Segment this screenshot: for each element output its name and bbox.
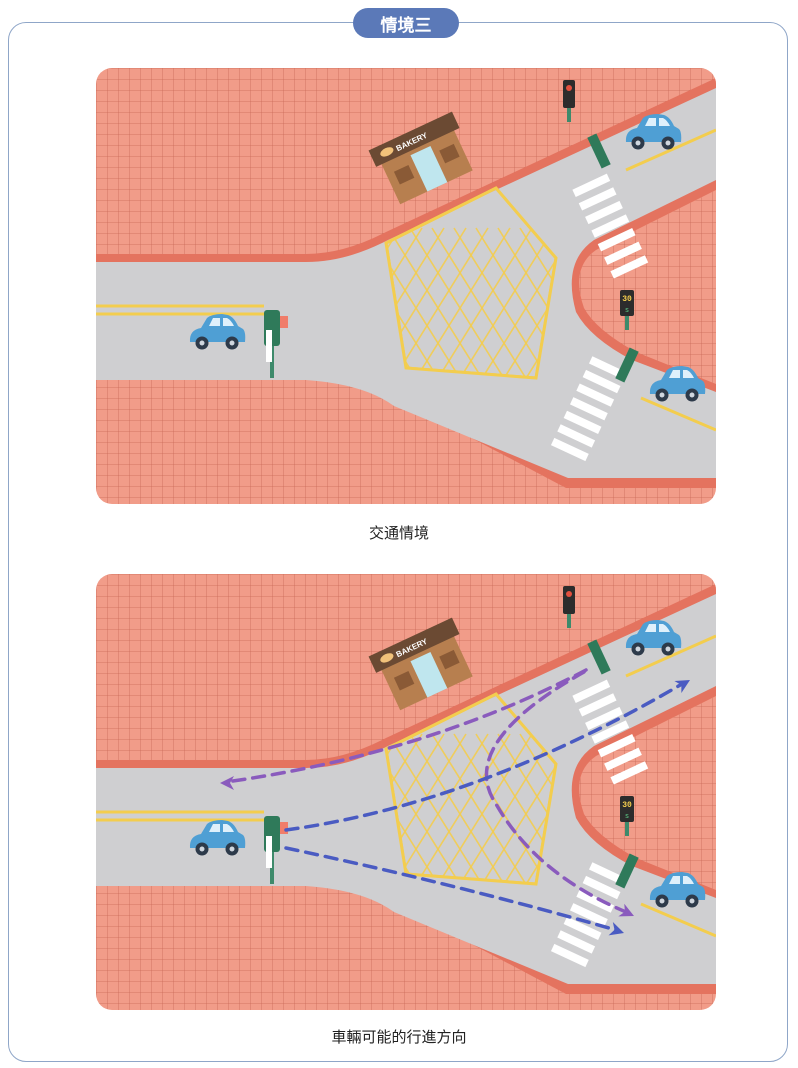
intersection-scene: BAKERY 30 s bbox=[96, 68, 716, 504]
arrow-to-lower-right-2 bbox=[284, 846, 618, 932]
scene-panel-traffic: BAKERY 30 s bbox=[96, 68, 716, 504]
stop-line-left bbox=[266, 330, 272, 362]
yellow-line-lower-right bbox=[640, 902, 716, 938]
traffic-signal-top bbox=[563, 80, 575, 122]
bakery-building: BAKERY bbox=[368, 617, 473, 711]
arrow-to-left bbox=[224, 668, 588, 784]
signal-box-lower bbox=[615, 853, 639, 889]
caption-vehicle-directions: 車輛可能的行進方向 bbox=[331, 1028, 467, 1046]
yellow-line-upper-right bbox=[625, 128, 716, 172]
car-upper-right bbox=[625, 114, 682, 150]
signal-box-lower bbox=[615, 347, 639, 383]
yellow-line-upper-right bbox=[625, 634, 716, 678]
car-lower-right bbox=[649, 366, 706, 402]
countdown-signal: 30 s bbox=[620, 290, 634, 330]
signal-box-upper bbox=[587, 639, 611, 675]
countdown-number: 30 bbox=[622, 295, 632, 304]
direction-arrows bbox=[224, 668, 684, 932]
traffic-signal-top bbox=[563, 586, 575, 628]
caption-traffic-scene: 交通情境 bbox=[368, 524, 429, 542]
arrow-to-upper-right bbox=[284, 682, 684, 832]
signal-box-upper bbox=[587, 133, 611, 169]
road bbox=[96, 594, 716, 984]
arrowhead-upper-right bbox=[674, 680, 690, 694]
car-left bbox=[189, 820, 246, 856]
scenario-title: 情境三 bbox=[353, 8, 459, 38]
arrow-to-lower-right bbox=[484, 670, 628, 914]
countdown-unit: s bbox=[625, 813, 629, 821]
bakery-building: BAKERY bbox=[368, 111, 473, 205]
arrowhead-lower-right-1 bbox=[618, 903, 634, 917]
crosswalk-upper bbox=[572, 173, 649, 279]
car-lower-right bbox=[649, 872, 706, 908]
yellow-box-outline bbox=[384, 692, 558, 886]
arrowhead-lower-right-2 bbox=[608, 922, 624, 936]
countdown-unit: s bbox=[625, 307, 629, 315]
intersection-scene: BAKERY 30 s bbox=[96, 574, 716, 1010]
car-upper-right bbox=[625, 620, 682, 656]
road bbox=[96, 88, 716, 478]
countdown-signal: 30 s bbox=[620, 796, 634, 836]
yellow-box-outline bbox=[384, 186, 558, 380]
car-left bbox=[189, 314, 246, 350]
countdown-number: 30 bbox=[622, 801, 632, 810]
arrowhead-left bbox=[220, 776, 234, 790]
yellow-line-lower-right bbox=[640, 396, 716, 432]
crosswalk-lower bbox=[550, 862, 627, 968]
scene-panel-directions: BAKERY 30 s bbox=[96, 574, 716, 1010]
crosswalk-lower bbox=[550, 356, 627, 462]
stop-line-left bbox=[266, 836, 272, 868]
crosswalk-upper bbox=[572, 679, 649, 785]
